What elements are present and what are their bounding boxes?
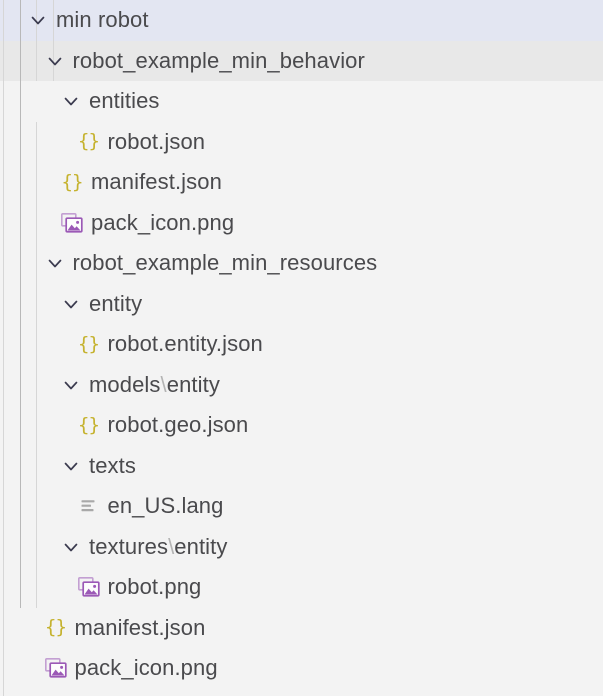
tree-row-label: robot_example_min_resources — [72, 250, 378, 276]
path-segment: entity — [174, 533, 228, 559]
path-segment: entity — [166, 371, 220, 397]
chevron-down-icon[interactable] — [60, 455, 82, 477]
tree-row-label: manifest.json — [74, 614, 206, 640]
tree-row-label: robot.entity.json — [107, 331, 263, 357]
json-braces-glyph: {} — [78, 413, 100, 436]
tree-folder-row[interactable]: textures\entity — [0, 527, 603, 568]
tree-row-content: en_US.lang — [77, 495, 224, 517]
chevron-down-icon[interactable] — [44, 252, 66, 274]
indent-guide-line — [3, 40, 4, 81]
tree-row-content: textures\entity — [60, 533, 228, 559]
tree-row-label: textures\entity — [82, 533, 228, 559]
indent-guide-line — [52, 40, 54, 81]
json-braces-glyph: {} — [61, 170, 84, 193]
tree-row-content: {} robot.json — [77, 128, 206, 154]
tree-row-label: robot.json — [107, 128, 206, 154]
tree-row-label: pack_icon.png — [91, 209, 235, 235]
chevron-down-icon[interactable] — [60, 536, 82, 558]
json-braces-glyph: {} — [78, 332, 100, 355]
tree-folder-row[interactable]: entity — [0, 284, 603, 325]
chevron-down-icon[interactable] — [27, 9, 49, 31]
tree-row-content: {} robot.entity.json — [77, 333, 263, 355]
indent-guide-line — [19, 40, 21, 81]
tree-row-content: entities — [60, 90, 160, 112]
json-file-icon: {} — [77, 333, 101, 355]
path-segment: textures — [89, 533, 169, 559]
json-file-icon: {} — [60, 171, 84, 193]
tree-folder-row[interactable]: entities — [0, 81, 603, 122]
tree-row-label: manifest.json — [91, 169, 222, 195]
tree-row-content: entity — [60, 290, 143, 316]
tree-file-row[interactable]: {} robot.geo.json — [0, 405, 603, 446]
json-file-icon: {} — [77, 131, 101, 153]
tree-row-content: models\entity — [60, 371, 220, 397]
tree-row-label: entity — [89, 290, 143, 316]
tree-folder-row[interactable]: min robot — [0, 0, 603, 41]
path-separator: \ — [168, 533, 175, 559]
indent-guide-line — [3, 0, 4, 41]
tree-row-content: robot.png — [77, 576, 202, 598]
path-separator: \ — [160, 371, 167, 397]
tree-row-label: texts — [89, 452, 136, 478]
tree-folder-row[interactable]: robot_example_min_behavior — [0, 40, 603, 81]
tree-row-content: pack_icon.png — [44, 657, 218, 679]
image-file-icon — [77, 576, 101, 598]
image-file-icon — [44, 657, 68, 679]
tree-file-row[interactable]: pack_icon.png — [0, 203, 603, 244]
indent-guide-line — [52, 0, 54, 41]
chevron-down-icon[interactable] — [60, 374, 82, 396]
path-segment: models — [89, 371, 161, 397]
tree-file-row[interactable]: pack_icon.png — [0, 648, 603, 689]
tree-row-content: pack_icon.png — [60, 209, 235, 235]
tree-row-label: en_US.lang — [107, 493, 224, 519]
tree-file-row[interactable]: robot.png — [0, 567, 603, 608]
tree-file-row[interactable]: {} manifest.json — [0, 162, 603, 203]
tree-folder-row[interactable]: texts — [0, 446, 603, 487]
tree-row-label: pack_icon.png — [74, 655, 218, 681]
tree-row-content: min robot — [27, 9, 149, 31]
tree-folder-row[interactable]: robot_example_min_resources — [0, 243, 603, 284]
chevron-down-icon[interactable] — [60, 293, 82, 315]
tree-row-content: robot_example_min_behavior — [44, 47, 365, 73]
tree-row-label: robot.geo.json — [107, 412, 249, 438]
tree-file-row[interactable]: en_US.lang — [0, 486, 603, 527]
image-file-icon — [60, 212, 84, 234]
tree-row-content: {} manifest.json — [60, 171, 222, 193]
tree-file-row[interactable]: {} manifest.json — [0, 608, 603, 649]
tree-file-row[interactable]: {} robot.json — [0, 122, 603, 163]
tree-row-label: robot_example_min_behavior — [72, 47, 365, 73]
tree-row-content: {} manifest.json — [44, 614, 206, 640]
indent-guide-line — [36, 40, 37, 81]
tree-row-label: robot.png — [107, 574, 202, 600]
chevron-down-icon[interactable] — [60, 90, 82, 112]
lang-file-icon — [77, 495, 101, 517]
tree-row-label: models\entity — [82, 371, 220, 397]
tree-folder-row[interactable]: models\entity — [0, 365, 603, 406]
tree-row-label: min robot — [56, 7, 149, 33]
tree-file-row[interactable]: {} robot.entity.json — [0, 324, 603, 365]
tree-row-label: entities — [89, 88, 160, 114]
tree-row-content: {} robot.geo.json — [77, 414, 249, 436]
indent-guide-line — [19, 0, 21, 41]
indent-guide-line — [36, 0, 37, 41]
json-file-icon: {} — [77, 414, 101, 436]
json-braces-glyph: {} — [45, 616, 67, 639]
json-braces-glyph: {} — [78, 130, 100, 153]
tree-row-content: robot_example_min_resources — [44, 252, 378, 274]
json-file-icon: {} — [44, 617, 68, 639]
tree-row-content: texts — [60, 452, 136, 478]
chevron-down-icon[interactable] — [44, 50, 66, 72]
